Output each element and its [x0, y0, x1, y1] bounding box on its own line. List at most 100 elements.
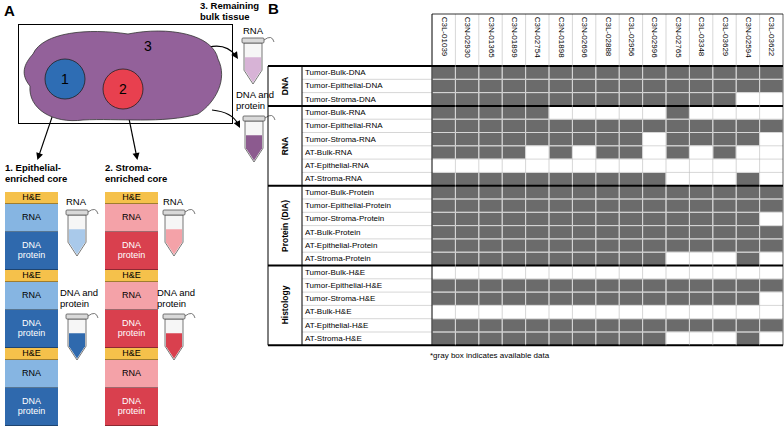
row-rule: [302, 252, 783, 253]
data-cell: [479, 93, 501, 105]
data-cell: [479, 146, 501, 158]
tube-icon: [66, 313, 98, 360]
data-cell: [456, 213, 478, 225]
row-label: Tumor-Epithelial-H&E: [305, 279, 382, 292]
band-label: RNA: [110, 369, 154, 379]
data-cell: [667, 120, 689, 132]
bulk-heading: 3. Remaining bulk tissue: [200, 1, 276, 23]
data-cell: [713, 133, 735, 145]
data-cell: [550, 173, 572, 185]
data-cell: [643, 319, 665, 331]
data-cell: [643, 253, 665, 265]
data-cell: [643, 293, 665, 305]
data-cell: [503, 173, 525, 185]
group-label: DNA: [268, 66, 302, 106]
data-cell: [433, 146, 455, 158]
data-cell: [620, 279, 642, 291]
data-cell: [456, 279, 478, 291]
data-cell: [479, 133, 501, 145]
data-cell: [760, 67, 782, 79]
tube-lid: [264, 37, 274, 42]
data-cell: [713, 319, 735, 331]
data-cell: [526, 93, 548, 105]
band-label: DNA protein: [110, 397, 154, 417]
data-cell: [667, 226, 689, 238]
data-cell: [573, 93, 595, 105]
data-cell: [479, 279, 501, 291]
data-cell: [690, 293, 712, 305]
section-band: RNA: [105, 360, 158, 388]
row-rule: [302, 92, 783, 93]
column-rule: [268, 66, 269, 345]
data-cell: [667, 239, 689, 251]
data-cell: [526, 106, 548, 118]
tube-lid: [185, 209, 195, 214]
data-cell: [760, 186, 782, 198]
column-header: C3L-03348: [689, 15, 712, 65]
section-band: H&E: [105, 192, 158, 204]
row-rule: [302, 145, 783, 146]
data-cell: [479, 239, 501, 251]
data-cell: [667, 200, 689, 212]
data-cell: [760, 80, 782, 92]
data-cell: [737, 333, 759, 345]
data-cell: [456, 120, 478, 132]
column-header: C3N-02765: [666, 15, 689, 65]
arrow-head: [234, 120, 240, 128]
section-band: H&E: [5, 348, 58, 360]
row-rule: [302, 292, 783, 293]
column-header: C3N-02696: [572, 15, 595, 65]
data-cell: [737, 279, 759, 291]
data-cell: [456, 293, 478, 305]
tube-label: DNA and protein: [236, 90, 286, 112]
data-cell: [456, 67, 478, 79]
column-rule: [549, 14, 550, 345]
column-header: C3L-03622: [760, 15, 783, 65]
row-rule: [302, 332, 783, 333]
core-circle: 1: [44, 58, 86, 100]
data-cell: [526, 239, 548, 251]
data-cell: [479, 67, 501, 79]
row-label: AT-Bulk-RNA: [305, 146, 352, 159]
data-cell: [620, 293, 642, 305]
tube-cap: [163, 314, 185, 319]
band-label: RNA: [110, 291, 154, 301]
data-cell: [596, 146, 618, 158]
data-cell: [713, 146, 735, 158]
tube-body: [68, 215, 86, 256]
data-cell: [596, 213, 618, 225]
data-cell: [550, 146, 572, 158]
data-cell: [596, 93, 618, 105]
data-cell: [573, 319, 595, 331]
band-label: DNA protein: [10, 241, 54, 261]
data-cell: [737, 213, 759, 225]
band-label: DNA protein: [10, 319, 54, 339]
data-cell: [550, 239, 572, 251]
data-cell: [503, 80, 525, 92]
section-band: DNA protein: [5, 310, 58, 348]
band-label: H&E: [110, 349, 154, 359]
row-label: AT-Stroma-Protein: [305, 252, 371, 265]
data-cell: [620, 146, 642, 158]
column-rule: [455, 14, 456, 345]
data-cell: [433, 319, 455, 331]
column-header: C3N-01365: [479, 15, 502, 65]
data-cell: [620, 319, 642, 331]
section-band: DNA protein: [5, 232, 58, 270]
section-band: H&E: [5, 270, 58, 282]
data-cell: [620, 186, 642, 198]
row-rule: [302, 225, 783, 226]
column-heading: 2. Stroma-enriched core: [105, 160, 177, 185]
header-rule: [432, 14, 783, 15]
data-cell: [643, 173, 665, 185]
data-cell: [737, 226, 759, 238]
data-cell: [643, 239, 665, 251]
data-cell: [479, 173, 501, 185]
data-cell: [433, 279, 455, 291]
column-rule: [595, 14, 596, 345]
data-cell: [737, 253, 759, 265]
data-cell: [479, 186, 501, 198]
data-cell: [550, 186, 572, 198]
data-cell: [620, 67, 642, 79]
data-cell: [596, 279, 618, 291]
